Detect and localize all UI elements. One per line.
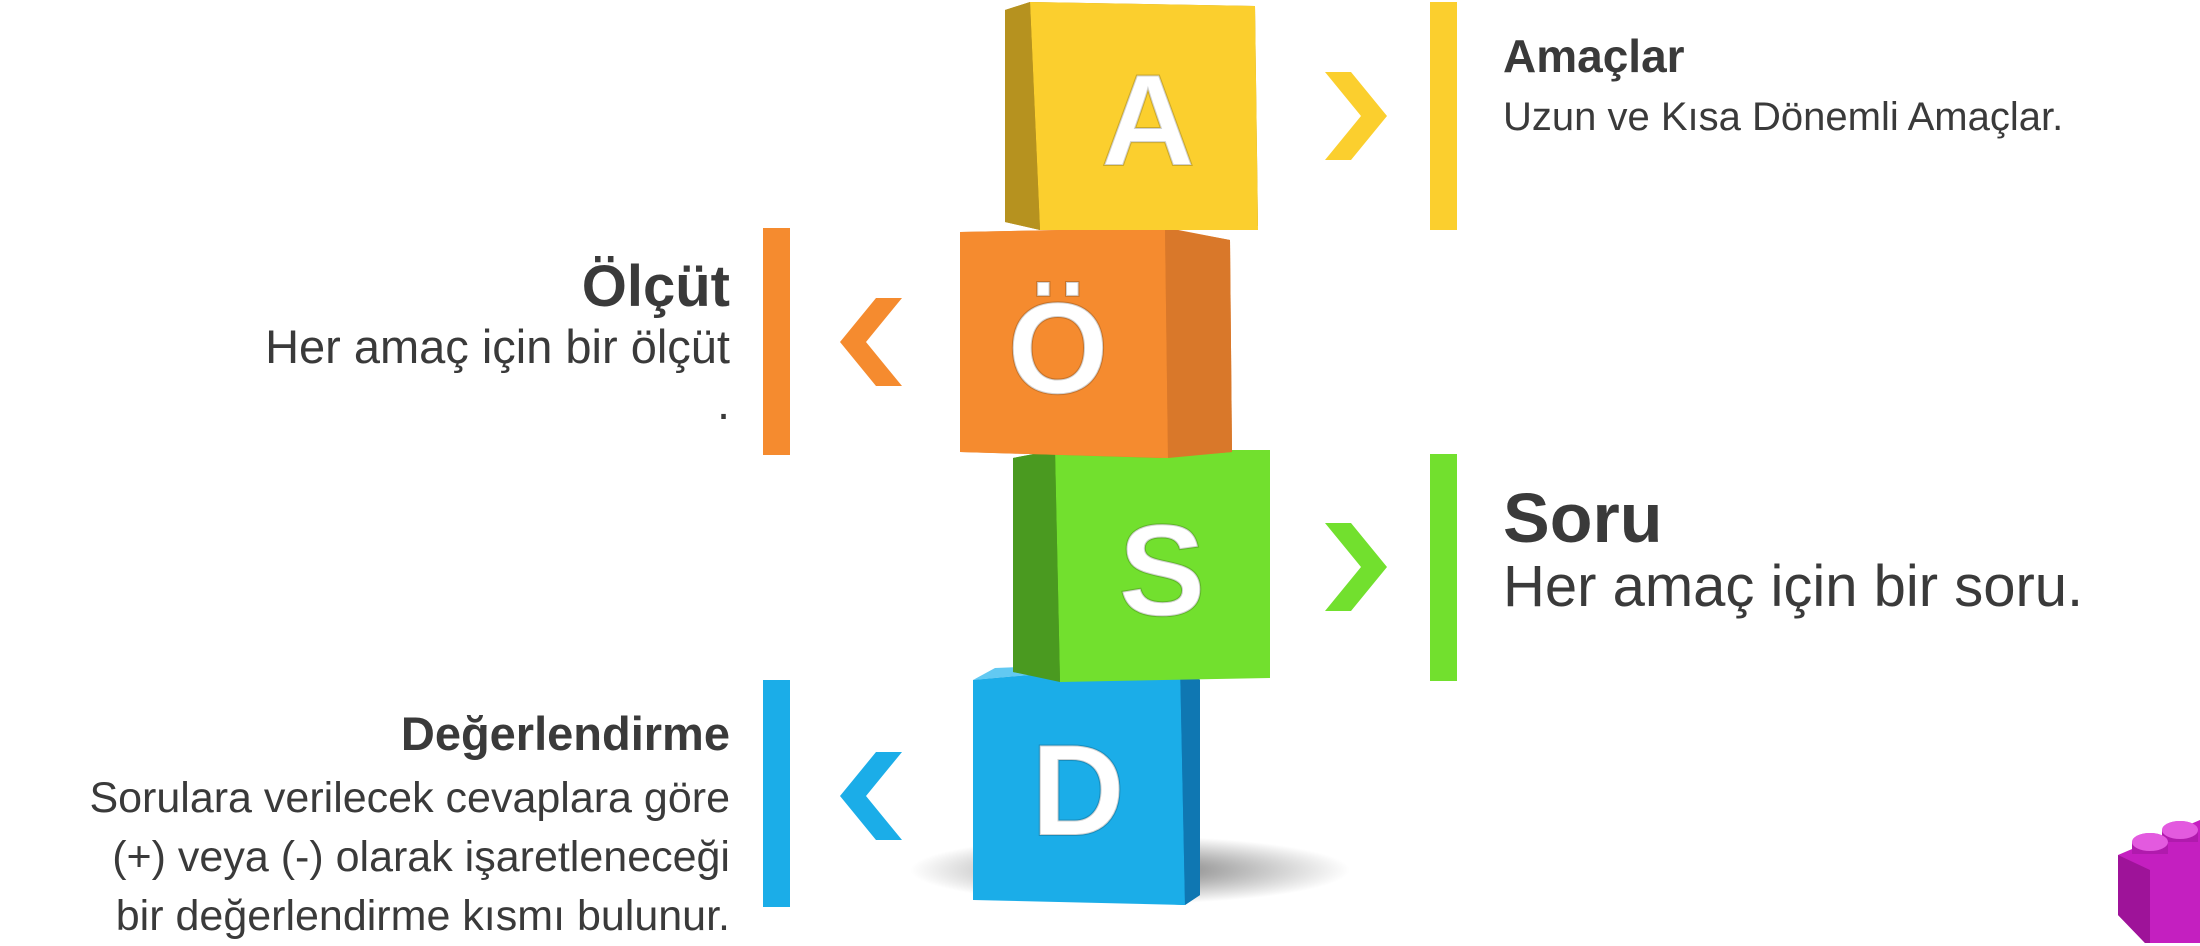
amaclar-title: Amaçlar [1503, 30, 1685, 82]
cube-o: Ö [960, 228, 1232, 458]
soru-block: Soru Her amaç için bir soru. [1503, 480, 2193, 618]
cube-letter-d: D [1031, 717, 1125, 863]
cube-letter-s: S [1119, 497, 1206, 643]
degerlendirme-line: bir değerlendirme kısmı bulunur. [115, 892, 730, 940]
cube-letter-a: A [1101, 47, 1195, 193]
chevron-right-icon [1325, 523, 1387, 611]
olcut-title: Ölçüt [581, 254, 730, 319]
chevron-left-icon [840, 752, 902, 840]
accent-bar-amaclar [1430, 2, 1457, 230]
lego-brick-icon [2118, 820, 2200, 943]
soru-description: Her amaç için bir soru. [1503, 554, 2084, 619]
degerlendirme-line: Sorulara verilecek cevaplara göre [89, 774, 730, 822]
soru-title: Soru [1503, 479, 1663, 557]
olcut-block: Ölçüt Her amaç için bir ölçüt . [100, 255, 730, 431]
degerlendirme-line: (+) veya (-) olarak işaretleneceği [112, 833, 730, 881]
chevron-left-icon [840, 298, 902, 386]
accent-bar-olcut [763, 228, 790, 455]
amaclar-block: Amaçlar Uzun ve Kısa Dönemli Amaçlar. [1503, 30, 2193, 152]
cube-d: D [973, 660, 1200, 905]
cube-letter-o: Ö [1007, 275, 1108, 421]
accent-bar-degerlendirme [763, 680, 790, 907]
amaclar-description: Uzun ve Kısa Dönemli Amaçlar. [1503, 95, 2064, 139]
cube-a: A [1005, 2, 1258, 230]
cube-s: S [1013, 450, 1270, 682]
degerlendirme-block: Değerlendirme Sorulara verilecek cevapla… [0, 703, 730, 946]
accent-bar-soru [1430, 454, 1457, 681]
degerlendirme-title: Değerlendirme [400, 707, 730, 760]
olcut-trailing-dot: . [716, 376, 730, 429]
olcut-description: Her amaç için bir ölçüt [265, 320, 730, 373]
chevron-right-icon [1325, 72, 1387, 160]
